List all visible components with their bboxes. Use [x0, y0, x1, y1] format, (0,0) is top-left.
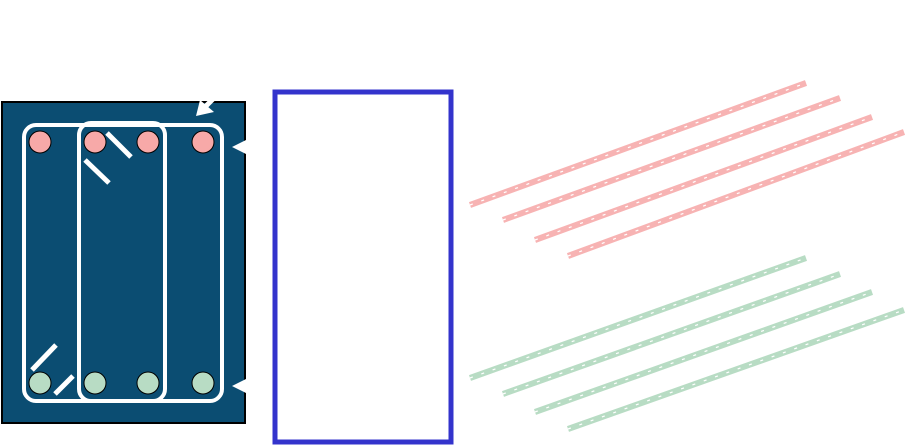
bottom-rebar: [136, 371, 160, 395]
top-rebar: [136, 130, 160, 154]
top-rebar: [83, 130, 107, 154]
bottom-hatch-line: [468, 255, 808, 381]
top-hatch-line: [533, 114, 874, 243]
bottom-hatch-line: [501, 271, 842, 397]
stirrup-hook: [30, 343, 58, 372]
top-rebar: [28, 130, 52, 154]
bottom-hatch-line: [533, 289, 874, 415]
stirrup-hook: [53, 374, 75, 396]
bottom-rebar: [83, 371, 107, 395]
top-hatch-line: [501, 95, 842, 223]
stirrup-hook: [105, 131, 133, 159]
callout-frame: [272, 89, 454, 445]
bottom-hatch-lines: [468, 255, 906, 432]
stirrup-hook: [83, 158, 111, 185]
inner-stirrup: [77, 121, 167, 403]
bottom-hatch-line: [566, 307, 906, 432]
beam-cross-section: [1, 101, 246, 424]
top-hatch-lines: [468, 80, 906, 259]
section-arrow-pointer: [196, 88, 224, 116]
top-rebars: [28, 130, 215, 154]
bottom-rebar: [191, 371, 215, 395]
bottom-rebars: [28, 371, 215, 395]
top-hatch-line: [566, 129, 906, 259]
top-hatch-line: [468, 80, 808, 208]
top-rebar: [191, 130, 215, 154]
stirrup-hooks: [30, 131, 133, 396]
bottom-rebar: [28, 371, 52, 395]
